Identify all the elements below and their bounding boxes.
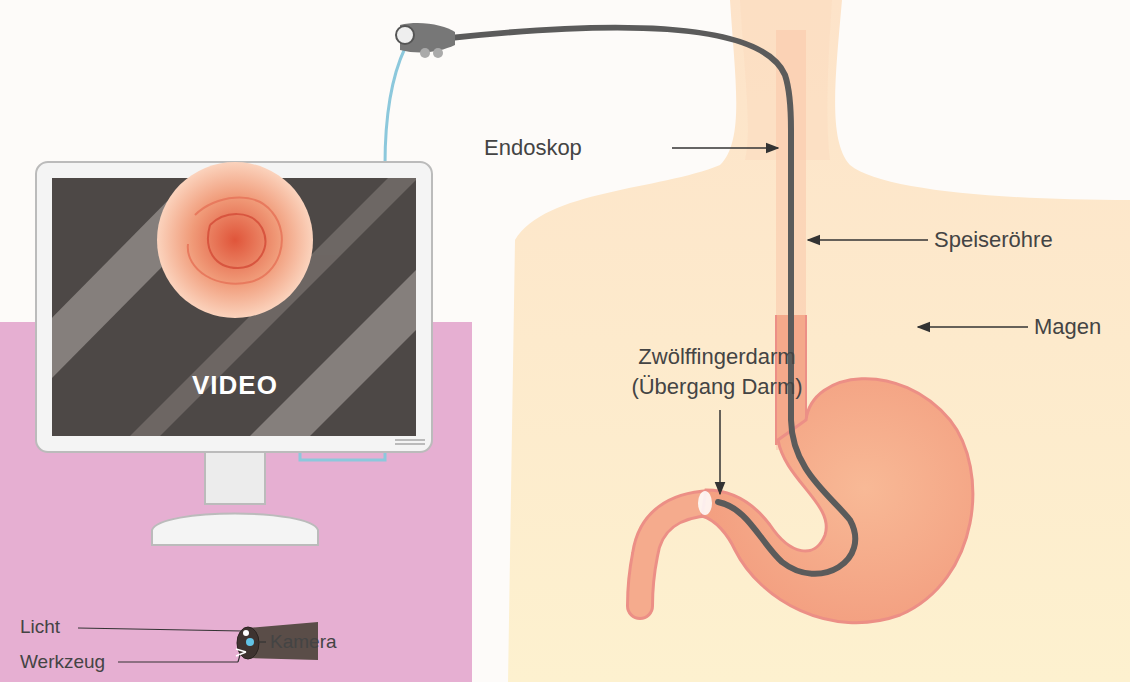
part-label: Speiseröhre: [934, 225, 1053, 255]
part-label: Werkzeug: [20, 650, 105, 674]
leader-line: [719, 410, 721, 494]
leader-line: [118, 661, 238, 662]
leader-line: [78, 628, 242, 631]
tip-tool: [236, 649, 246, 656]
leader-line: [808, 239, 928, 241]
body-silhouette: [508, 0, 1130, 682]
tip-camera: [246, 638, 254, 646]
part-label: Endoskop: [484, 133, 582, 163]
tip-light: [243, 630, 249, 636]
endoscope-tube: [450, 28, 855, 574]
screen-label: VIDEO: [192, 370, 278, 400]
part-label: Kamera: [270, 630, 337, 654]
duodenum: [640, 503, 710, 606]
monitor-base: [152, 514, 318, 546]
endoscope-view: [157, 162, 313, 318]
part-label: Licht: [20, 615, 60, 639]
stomach: [702, 379, 973, 623]
leader-line: [672, 147, 778, 149]
leader-line: [256, 641, 266, 642]
monitor-stand: [205, 452, 265, 504]
handle-wheel: [396, 26, 414, 44]
pylorus: [698, 491, 712, 515]
part-label: Magen: [1034, 312, 1101, 342]
part-label: Zwölffingerdarm (Übergang Darm): [612, 342, 822, 402]
leader-line: [918, 326, 1028, 328]
video-cable: [385, 48, 405, 165]
